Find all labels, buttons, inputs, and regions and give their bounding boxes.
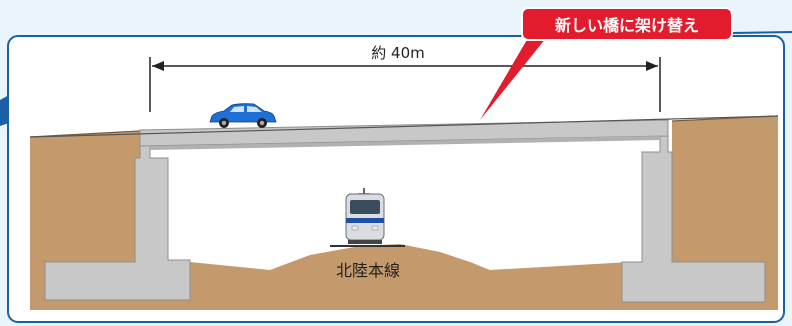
rail-line-label: 北陸本線 [336,261,400,280]
train-icon [345,188,385,244]
callout-pointer [480,38,546,120]
bridge-deck-shadow [150,136,660,150]
car-icon [209,103,277,128]
bridge-deck [139,119,669,147]
earth-trench [30,244,778,310]
road-surface [29,115,779,138]
span-dimension [149,57,661,112]
span-label: 約 40m [371,44,424,62]
right-abutment [621,127,766,303]
diagram-frame [7,35,785,323]
callout-label: 新しい橋に架け替え [555,16,699,35]
callout-box [521,7,733,41]
left-abutment [44,139,191,301]
